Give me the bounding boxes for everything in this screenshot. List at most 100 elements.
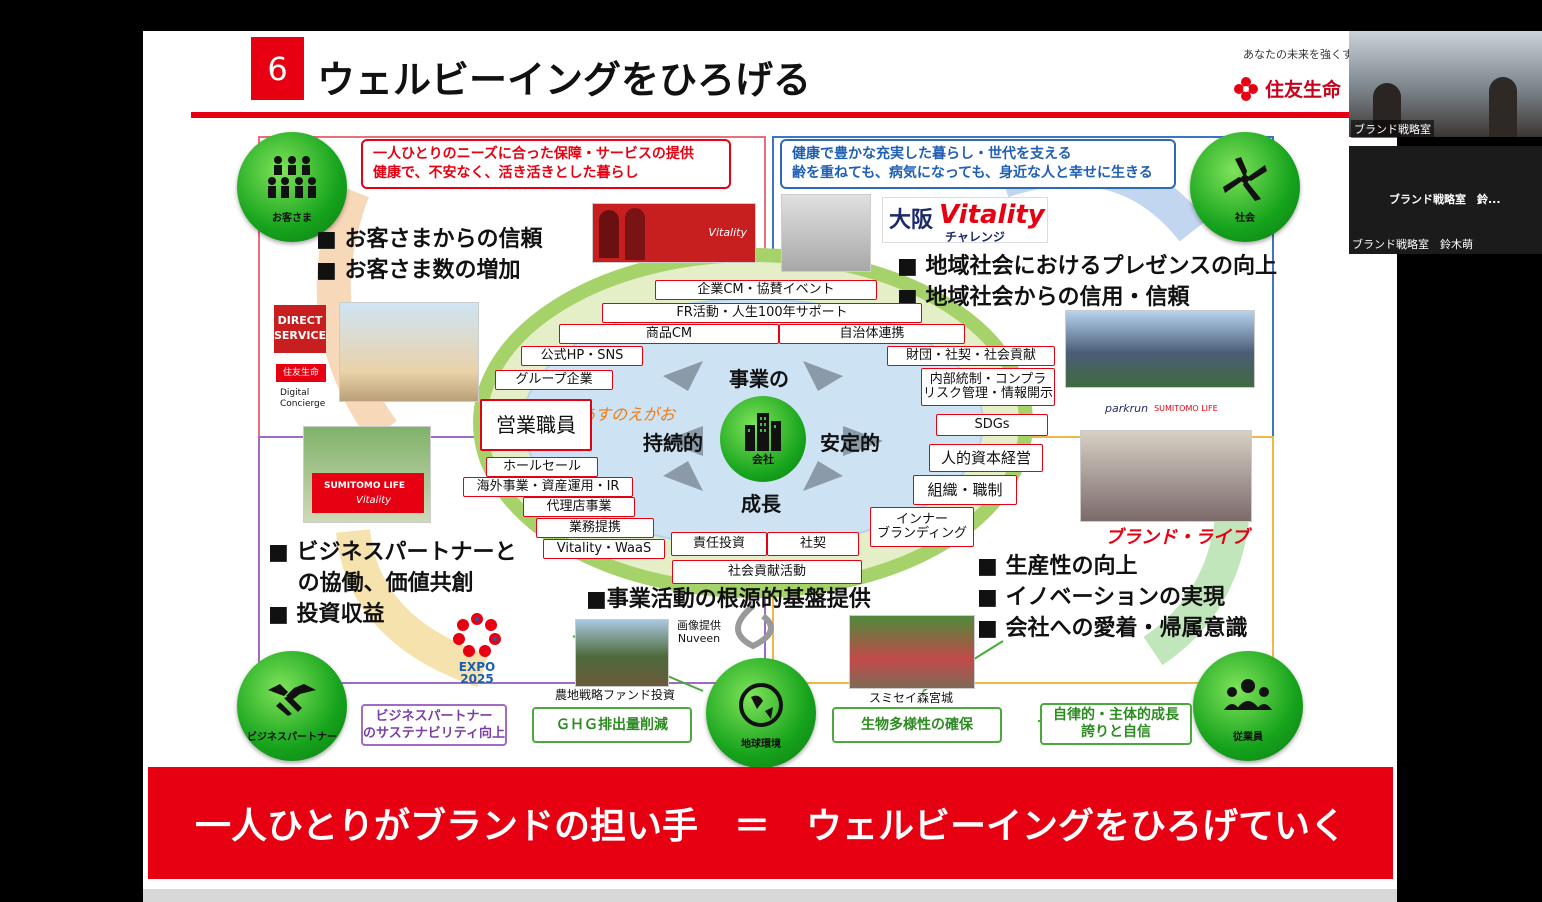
- ghg-box: ＧＨＧ排出量削減: [532, 707, 692, 743]
- partner-value-box: ビジネスパートナー のサステナビリティ向上: [361, 704, 507, 746]
- caption-line: Concierge: [280, 399, 326, 409]
- conclusion-banner: 一人ひとりがブランドの担い手 ＝ ウェルビーイングをひろげていく: [148, 767, 1393, 879]
- building-icon: [745, 413, 781, 451]
- customer-value-box: 一人ひとりのニーズに合った保障・サービスの提供 健康で、不安なく、活き活きとした…: [361, 139, 731, 189]
- brand-tagline: あなたの未来を強くする: [1243, 48, 1364, 61]
- farmland-photo: [575, 619, 669, 687]
- biodiversity-box: 生物多様性の確保: [832, 707, 1002, 743]
- tag-sdgs: SDGs: [936, 414, 1048, 436]
- tag-line: リスク管理・情報開示: [922, 386, 1053, 401]
- society-value-line: 齢を重ねても、病気になっても、身近な人と幸せに生きる: [792, 165, 1153, 181]
- tag-line: インナー: [895, 512, 948, 527]
- digital-concierge-caption: Digital Concierge: [280, 388, 325, 410]
- tag-org: 組織・職制: [913, 475, 1017, 505]
- parkrun-logo: parkrun SUMITOMO LIFE: [1105, 397, 1223, 419]
- employee-value-line: 自律的・主体的成長: [1053, 707, 1179, 723]
- tag-overseas: 海外事業・資産運用・IR: [463, 477, 633, 497]
- center-right-text: 安定的: [820, 431, 880, 455]
- signing-photo: [781, 194, 871, 272]
- sumitomo-life-small: SUMITOMO LIFE: [1154, 403, 1218, 413]
- tag-fr: FR活動・人生100年サポート: [602, 303, 922, 323]
- tag-human-capital: 人的資本経営: [929, 444, 1043, 472]
- expo-text: EXPO 2025: [451, 661, 503, 685]
- customer-circle: お客さま: [237, 132, 347, 242]
- brand-live-photo: [1080, 430, 1252, 522]
- parkrun-group-photo: [1065, 310, 1255, 388]
- caption-line: 画像提供: [677, 619, 721, 632]
- slide-bottom-strip: [143, 889, 1397, 902]
- partner-value-line: のサステナビリティ向上: [363, 726, 505, 741]
- participant-video-tile[interactable]: ブランド戦略室: [1349, 31, 1542, 138]
- tag-alliance: 業務提携: [536, 518, 654, 538]
- tag-wholesale: ホールセール: [486, 457, 598, 477]
- joined-hands-icon: [1223, 156, 1267, 201]
- partner-bullets: ■ ビジネスパートナーと の協働、価値共創 ■ 投資収益: [268, 537, 516, 630]
- vitality-text: Vitality: [939, 200, 1045, 230]
- company-circle: 会社: [720, 396, 806, 482]
- employee-circle: 従業員: [1193, 651, 1303, 761]
- tag-line: ブランディング: [876, 526, 968, 541]
- slide-title: ウェルビーイングをひろげる: [317, 58, 812, 102]
- golfer-photo: SUMITOMO LIFE Vitality: [303, 426, 431, 523]
- people-group-icon: [268, 155, 316, 198]
- bullet-item: ■ 投資収益: [268, 602, 385, 627]
- bullet-item: ■ イノベーションの実現: [977, 585, 1226, 610]
- society-circle: 社会: [1190, 132, 1300, 242]
- cm-ad-photo: Vitality: [592, 203, 756, 263]
- sumitomo-life-text: SUMITOMO LIFE: [324, 481, 406, 491]
- logo-line: DIRECT: [277, 314, 323, 327]
- tag-official-hp: 公式HP・SNS: [521, 346, 643, 366]
- logo-line: SERVICE: [274, 329, 327, 342]
- environment-circle: 地球環境: [706, 658, 816, 768]
- tag-line: 内部統制・コンプラ: [929, 372, 1047, 387]
- vitality-mark: Vitality: [708, 226, 747, 239]
- tag-inner: インナー ブランディング: [870, 507, 974, 547]
- family-photo: [339, 302, 479, 402]
- tag-social-contribution: 社会貢献活動: [672, 560, 862, 584]
- tag-sales: 営業職員: [480, 399, 592, 451]
- tag-vitality-waas: Vitality・WaaS: [543, 539, 665, 559]
- society-bullets: ■ 地域社会におけるプレゼンスの向上 ■ 地域社会からの信用・信頼: [897, 251, 1277, 313]
- participant-center-name: ブランド戦略室 鈴...: [1389, 193, 1501, 206]
- caption-line: Nuveen: [677, 632, 721, 645]
- bullet-item: ■ 生産性の向上: [977, 554, 1138, 579]
- tag-group: グループ企業: [495, 370, 613, 390]
- script-text: あすのえがお: [579, 405, 676, 424]
- bullet-item: ■ 会社への愛着・帰属意識: [977, 616, 1248, 641]
- employee-value-box: 自律的・主体的成長 誇りと自信: [1040, 703, 1192, 745]
- tag-responsible-investment: 責任投資: [671, 532, 767, 556]
- farmland-caption: 農地戦略ファンド投資: [555, 688, 676, 702]
- customer-value-line: 健康で、不安なく、活き活きとした暮らし: [373, 165, 639, 181]
- osaka-vitality-logo: 大阪 Vitality チャレンジ: [882, 197, 1048, 244]
- sumisei-small-logo: 住友生命: [276, 364, 326, 382]
- employee-value-line: 誇りと自信: [1081, 724, 1151, 740]
- vitality-script-text: Vitality: [356, 495, 392, 506]
- bullet-item: ■ お客さまからの信頼: [316, 227, 543, 252]
- osaka-text: 大阪: [889, 208, 934, 233]
- logo-mark-icon: [1234, 76, 1258, 101]
- forest-photo: [849, 615, 975, 689]
- image-credit: 画像提供 Nuveen: [677, 619, 721, 645]
- challenge-text: チャレンジ: [945, 230, 1005, 244]
- bullet-item: ■ 地域社会におけるプレゼンスの向上: [897, 254, 1278, 279]
- title-underline: [191, 112, 1397, 118]
- handshake-icon: [268, 683, 316, 716]
- society-label: 社会: [1235, 212, 1255, 224]
- tag-cm-event: 企業CM・協賛イベント: [655, 280, 877, 300]
- tag-social-contract: 社契: [767, 532, 859, 556]
- tag-internal: 内部統制・コンプラ リスク管理・情報開示: [921, 368, 1055, 406]
- customer-bullets: ■ お客さまからの信頼 ■ お客さま数の増加: [316, 224, 542, 286]
- presentation-slide: 6 ウェルビーイングをひろげる あなたの未来を強くする 住友生命: [143, 31, 1397, 889]
- direct-service-logo: DIRECT SERVICE: [274, 305, 326, 353]
- bullet-item: ■ ビジネスパートナーと: [268, 540, 517, 565]
- environment-label: 地球環境: [741, 738, 781, 750]
- expo-mark-icon: [453, 613, 501, 657]
- center-bottom-text: 成長: [741, 492, 781, 516]
- tag-foundation: 財団・社契・社会貢献: [887, 346, 1055, 366]
- tag-local-gov: 自治体連携: [779, 324, 965, 344]
- bullet-item: ■ 地域社会からの信用・信頼: [897, 285, 1190, 310]
- participant-video-tile[interactable]: ブランド戦略室 鈴... ブランド戦略室 鈴木萌: [1349, 146, 1542, 254]
- bullet-item: の協働、価値共創: [268, 571, 474, 596]
- partner-circle: ビジネスパートナー: [237, 651, 347, 761]
- tag-product-cm: 商品CM: [559, 324, 779, 344]
